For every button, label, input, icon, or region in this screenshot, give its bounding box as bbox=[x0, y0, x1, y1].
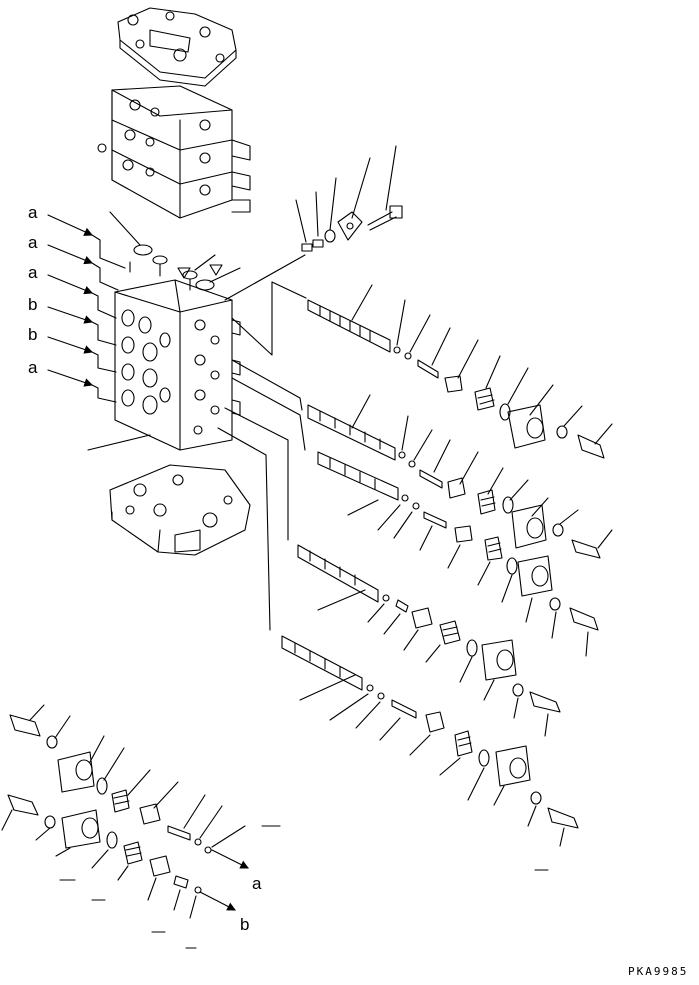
block-plugs bbox=[129, 244, 223, 291]
valve-block-center bbox=[114, 279, 241, 451]
callout-a-2: a bbox=[28, 233, 38, 252]
callout-b-1: b bbox=[28, 295, 37, 314]
callout-b-2: b bbox=[28, 325, 37, 344]
spool-row-2 bbox=[231, 359, 613, 559]
tick-marks bbox=[59, 825, 549, 949]
callout-a-bottom: a bbox=[252, 874, 262, 893]
spool-row-4 bbox=[224, 407, 561, 737]
top-cover-plate bbox=[117, 7, 237, 87]
leader-lines-top bbox=[109, 145, 397, 301]
bottom-end-plate bbox=[109, 464, 251, 556]
bottom-left-parts-a bbox=[9, 704, 249, 869]
spool-row-1 bbox=[231, 281, 613, 459]
callout-labels: a a a b b a a b PKA9985 bbox=[28, 203, 688, 978]
callout-arrows-left bbox=[47, 214, 151, 451]
callout-a-1: a bbox=[28, 203, 38, 222]
callout-b-bottom: b bbox=[240, 915, 249, 934]
bottom-left-parts-b bbox=[1, 794, 236, 919]
valve-stack-assembled bbox=[97, 85, 251, 219]
callout-a-3: a bbox=[28, 263, 38, 282]
relief-valve-parts bbox=[301, 205, 403, 252]
spool-row-3 bbox=[231, 377, 599, 657]
spool-row-5 bbox=[217, 427, 579, 847]
figure-code: PKA9985 bbox=[628, 965, 688, 978]
callout-a-4: a bbox=[28, 358, 38, 377]
